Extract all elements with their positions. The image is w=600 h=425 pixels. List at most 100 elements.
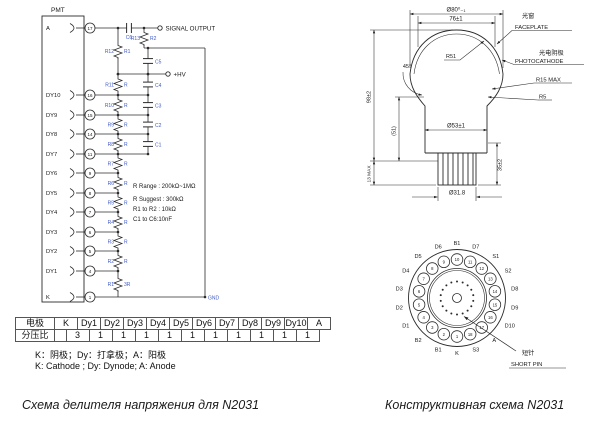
hv-label: +HV [174, 71, 187, 78]
base-pin-number: 11 [468, 259, 473, 264]
base-pin-label: A [492, 338, 496, 344]
base-pin-label: S1 [492, 254, 499, 260]
ratio-cell: 1 [273, 329, 297, 342]
base-pin-circle [450, 330, 464, 343]
pin-number: 1 [89, 295, 92, 300]
base-pin-label: D4 [402, 269, 409, 275]
r5-label: R5 [539, 95, 546, 101]
resistor-ref: R2 [108, 259, 115, 265]
resistor-value: R [124, 83, 128, 89]
pin-number: 16 [87, 93, 93, 98]
resistor-ref: R8 [108, 142, 115, 148]
base-inner-dot [441, 305, 444, 308]
base-pin-number: 13 [488, 276, 493, 281]
ratio-cell: 1 [296, 329, 320, 342]
tube-pin-label: DY3 [46, 230, 57, 236]
ratio-cell: 1 [135, 329, 159, 342]
electrode-symbol [69, 188, 75, 198]
electrode-symbol [69, 227, 75, 237]
base-pin-number: 10 [455, 257, 460, 262]
base-pin-number: 6 [418, 289, 421, 294]
electrode-symbol [69, 129, 75, 139]
resistor-symbol [112, 195, 124, 211]
resistor-value: R [124, 240, 128, 246]
resistor-value: R [124, 123, 128, 129]
base-pin-circle [475, 262, 488, 275]
base-pin-label: B1 [454, 241, 461, 247]
base-inner-dot [461, 312, 464, 315]
tube-pin-label: DY5 [46, 191, 57, 197]
base-pin-label: D3 [396, 286, 403, 292]
base-pin-number: 2 [443, 332, 446, 337]
base-pin-number: 5 [418, 302, 421, 307]
tube-pin-label: DY8 [46, 132, 57, 138]
junction-dot [146, 152, 150, 156]
tube-pin-label: DY6 [46, 171, 57, 177]
base-inner-dot [450, 312, 453, 315]
base-pin-number: 18 [468, 332, 473, 337]
junction-dot [146, 132, 150, 136]
base-pin-label: B2 [415, 338, 422, 344]
capacitor-ref: C6 [126, 35, 133, 41]
electrode-symbol [69, 149, 75, 159]
resistor-value: R [124, 142, 128, 148]
construction-drawing: Ø80⁰₋₁ 76±1 98±2 (51) 13 MAX 35±2 Ø53±1 … [367, 7, 584, 369]
resistor-ref: R3 [108, 240, 115, 246]
base-pin-number: 14 [493, 289, 498, 294]
pmt-box [41, 15, 85, 303]
base-pin-label: B1 [435, 348, 442, 354]
base-pin-number: 9 [443, 259, 446, 264]
resistor-ref: R10 [105, 103, 114, 109]
electrode-symbol [69, 207, 75, 217]
electrode-symbol [69, 168, 75, 178]
dim-h13: 13 MAX [367, 165, 373, 183]
dim-h98: 98±2 [367, 91, 373, 103]
table-header-cell: 分压比 [15, 329, 55, 342]
base-pin-circle [426, 321, 439, 334]
dim-a45: 45° [403, 64, 411, 70]
dimension-lines [370, 10, 504, 201]
schematic-note: C1 to C6:10nF [133, 217, 172, 223]
base-pin-number: 17 [479, 325, 484, 330]
ratio-cell: 1 [158, 329, 182, 342]
ratio-cell: 1 [227, 329, 251, 342]
pin-number: 6 [89, 230, 92, 235]
base-pin-circle [484, 311, 497, 324]
base-circle [427, 268, 487, 328]
tube-outline [409, 29, 504, 186]
pmt-title: PMT [51, 7, 65, 14]
base-inner-dot [472, 299, 475, 302]
ratio-cell: 1 [250, 329, 274, 342]
tube-pin-label: DY7 [46, 152, 57, 158]
tube-pin-label: DY4 [46, 210, 58, 216]
faceplate-label-cn: 光窗 [522, 12, 534, 20]
resistor-value: 3R [124, 282, 131, 288]
short-pin-label-cn: 短针 [522, 349, 534, 357]
faceplate-label-en: FACEPLATE [515, 25, 548, 31]
base-pin-label: D8 [511, 286, 518, 292]
resistor-value: R [124, 220, 128, 226]
base-circle [429, 270, 485, 326]
tube-stem [437, 152, 477, 186]
base-pin-number: 12 [479, 266, 484, 271]
ratio-cell: 1 [204, 329, 228, 342]
base-pin-number: 1 [456, 334, 459, 339]
base-pin-label: K [455, 351, 459, 357]
signal-output-label: SIGNAL OUTPUT [166, 25, 216, 32]
resistor-symbol [112, 98, 124, 113]
base-inner-dot [439, 294, 442, 297]
resistor-value: R [124, 201, 128, 207]
pin-number: 9 [89, 171, 92, 176]
capacitor-ref: C3 [155, 104, 162, 110]
resistor-value: R1 [124, 49, 131, 55]
base-pin-circle [412, 285, 426, 298]
center-hole [452, 293, 462, 303]
electrode-symbol [69, 90, 75, 100]
electrode-cell: A [308, 317, 331, 330]
resistor-ref: R9 [108, 123, 115, 129]
base-pin-circle [463, 255, 477, 269]
base-pin-circle [417, 272, 430, 285]
hv-terminal [165, 71, 171, 77]
